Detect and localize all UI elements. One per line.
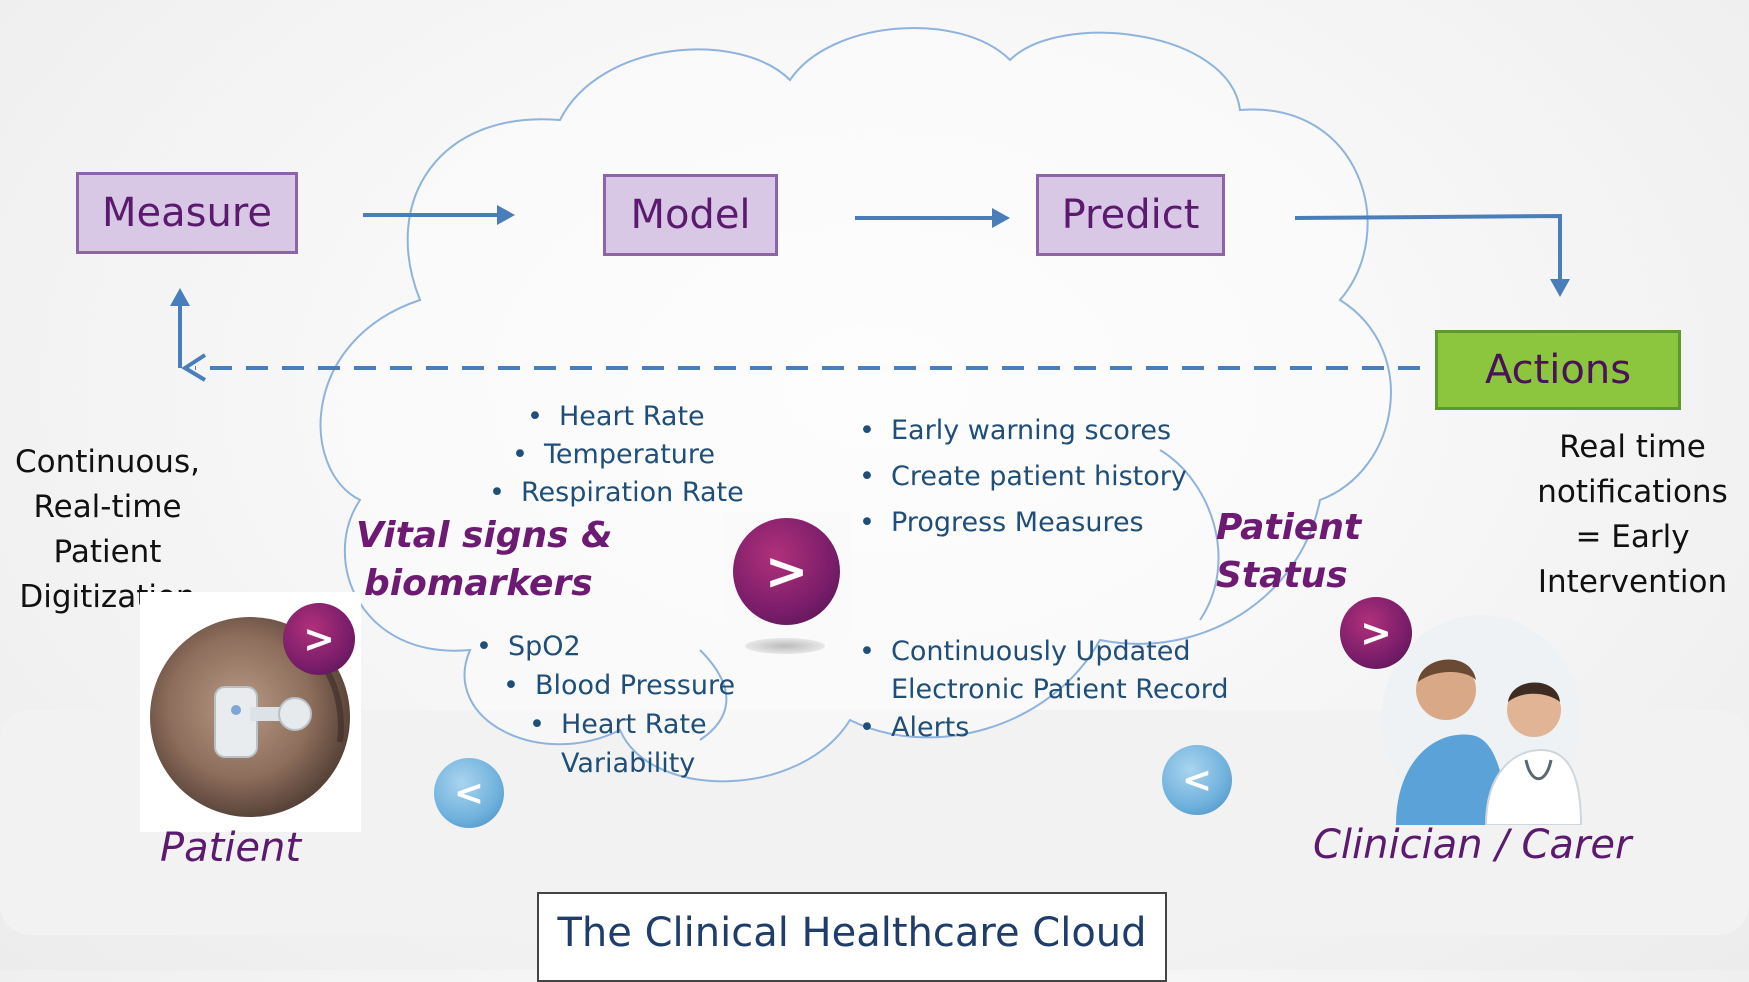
list-item: Respiration Rate [485, 474, 744, 512]
model-box: Model [603, 174, 778, 256]
vitals-list-bottom: SpO2 Blood Pressure Heart Rate Variabili… [472, 627, 735, 783]
patient-caption: Patient [160, 825, 302, 871]
list-item: Progress Measures [855, 500, 1187, 546]
list-item: Heart Rate [523, 398, 744, 436]
feedback-arrow-head [170, 288, 190, 306]
early-intervention-text: Real time notifications = Early Interven… [1537, 429, 1728, 600]
feedback-arrow [178, 298, 1420, 382]
patient-status-label: Patient Status [1216, 507, 1362, 596]
chevron-left-icon: < [453, 772, 485, 814]
patient-photo [140, 592, 361, 832]
diagram-title-box: The Clinical Healthcare Cloud [537, 892, 1167, 982]
list-item: Heart Rate [525, 705, 735, 744]
forward-button-center[interactable]: > [733, 518, 840, 625]
model-label: Model [630, 192, 751, 238]
flow-arrows [363, 213, 1562, 285]
actions-box: Actions [1435, 330, 1681, 410]
list-item: Blood Pressure [499, 666, 735, 705]
list-item: Alerts [855, 709, 1229, 747]
vitals-list-top: Heart Rate Temperature Respiration Rate [489, 398, 744, 512]
predict-box: Predict [1036, 174, 1225, 256]
list-item: Temperature [508, 436, 744, 474]
predict-label: Predict [1061, 192, 1200, 238]
back-button-left[interactable]: < [434, 758, 504, 828]
chevron-right-icon: > [1360, 611, 1392, 655]
clinician-caption: Clinician / Carer [1313, 822, 1632, 868]
chevron-right-icon: > [303, 617, 335, 661]
measure-label: Measure [102, 190, 272, 236]
forward-button-clinician[interactable]: > [1340, 597, 1412, 669]
back-button-right[interactable]: < [1162, 745, 1232, 815]
chevron-left-icon: < [1181, 759, 1213, 801]
vital-signs-label: Vital signs & biomarkers [356, 515, 613, 604]
chevron-right-icon: > [764, 541, 809, 602]
clinician-photo [1376, 610, 1586, 825]
button-shadow [745, 638, 825, 654]
list-item: Create patient history [855, 454, 1187, 500]
list-item: Early warning scores [855, 408, 1187, 454]
forward-button-patient[interactable]: > [283, 603, 355, 675]
list-item: SpO2 [472, 627, 735, 666]
measure-box: Measure [76, 172, 298, 254]
list-item-continued: Variability [561, 748, 696, 779]
diagram-title: The Clinical Healthcare Cloud [557, 910, 1147, 956]
arrow-heads [497, 205, 1570, 297]
status-list-top: Early warning scores Create patient hist… [855, 408, 1187, 546]
clinician-image [1381, 615, 1583, 825]
actions-label: Actions [1484, 347, 1632, 393]
